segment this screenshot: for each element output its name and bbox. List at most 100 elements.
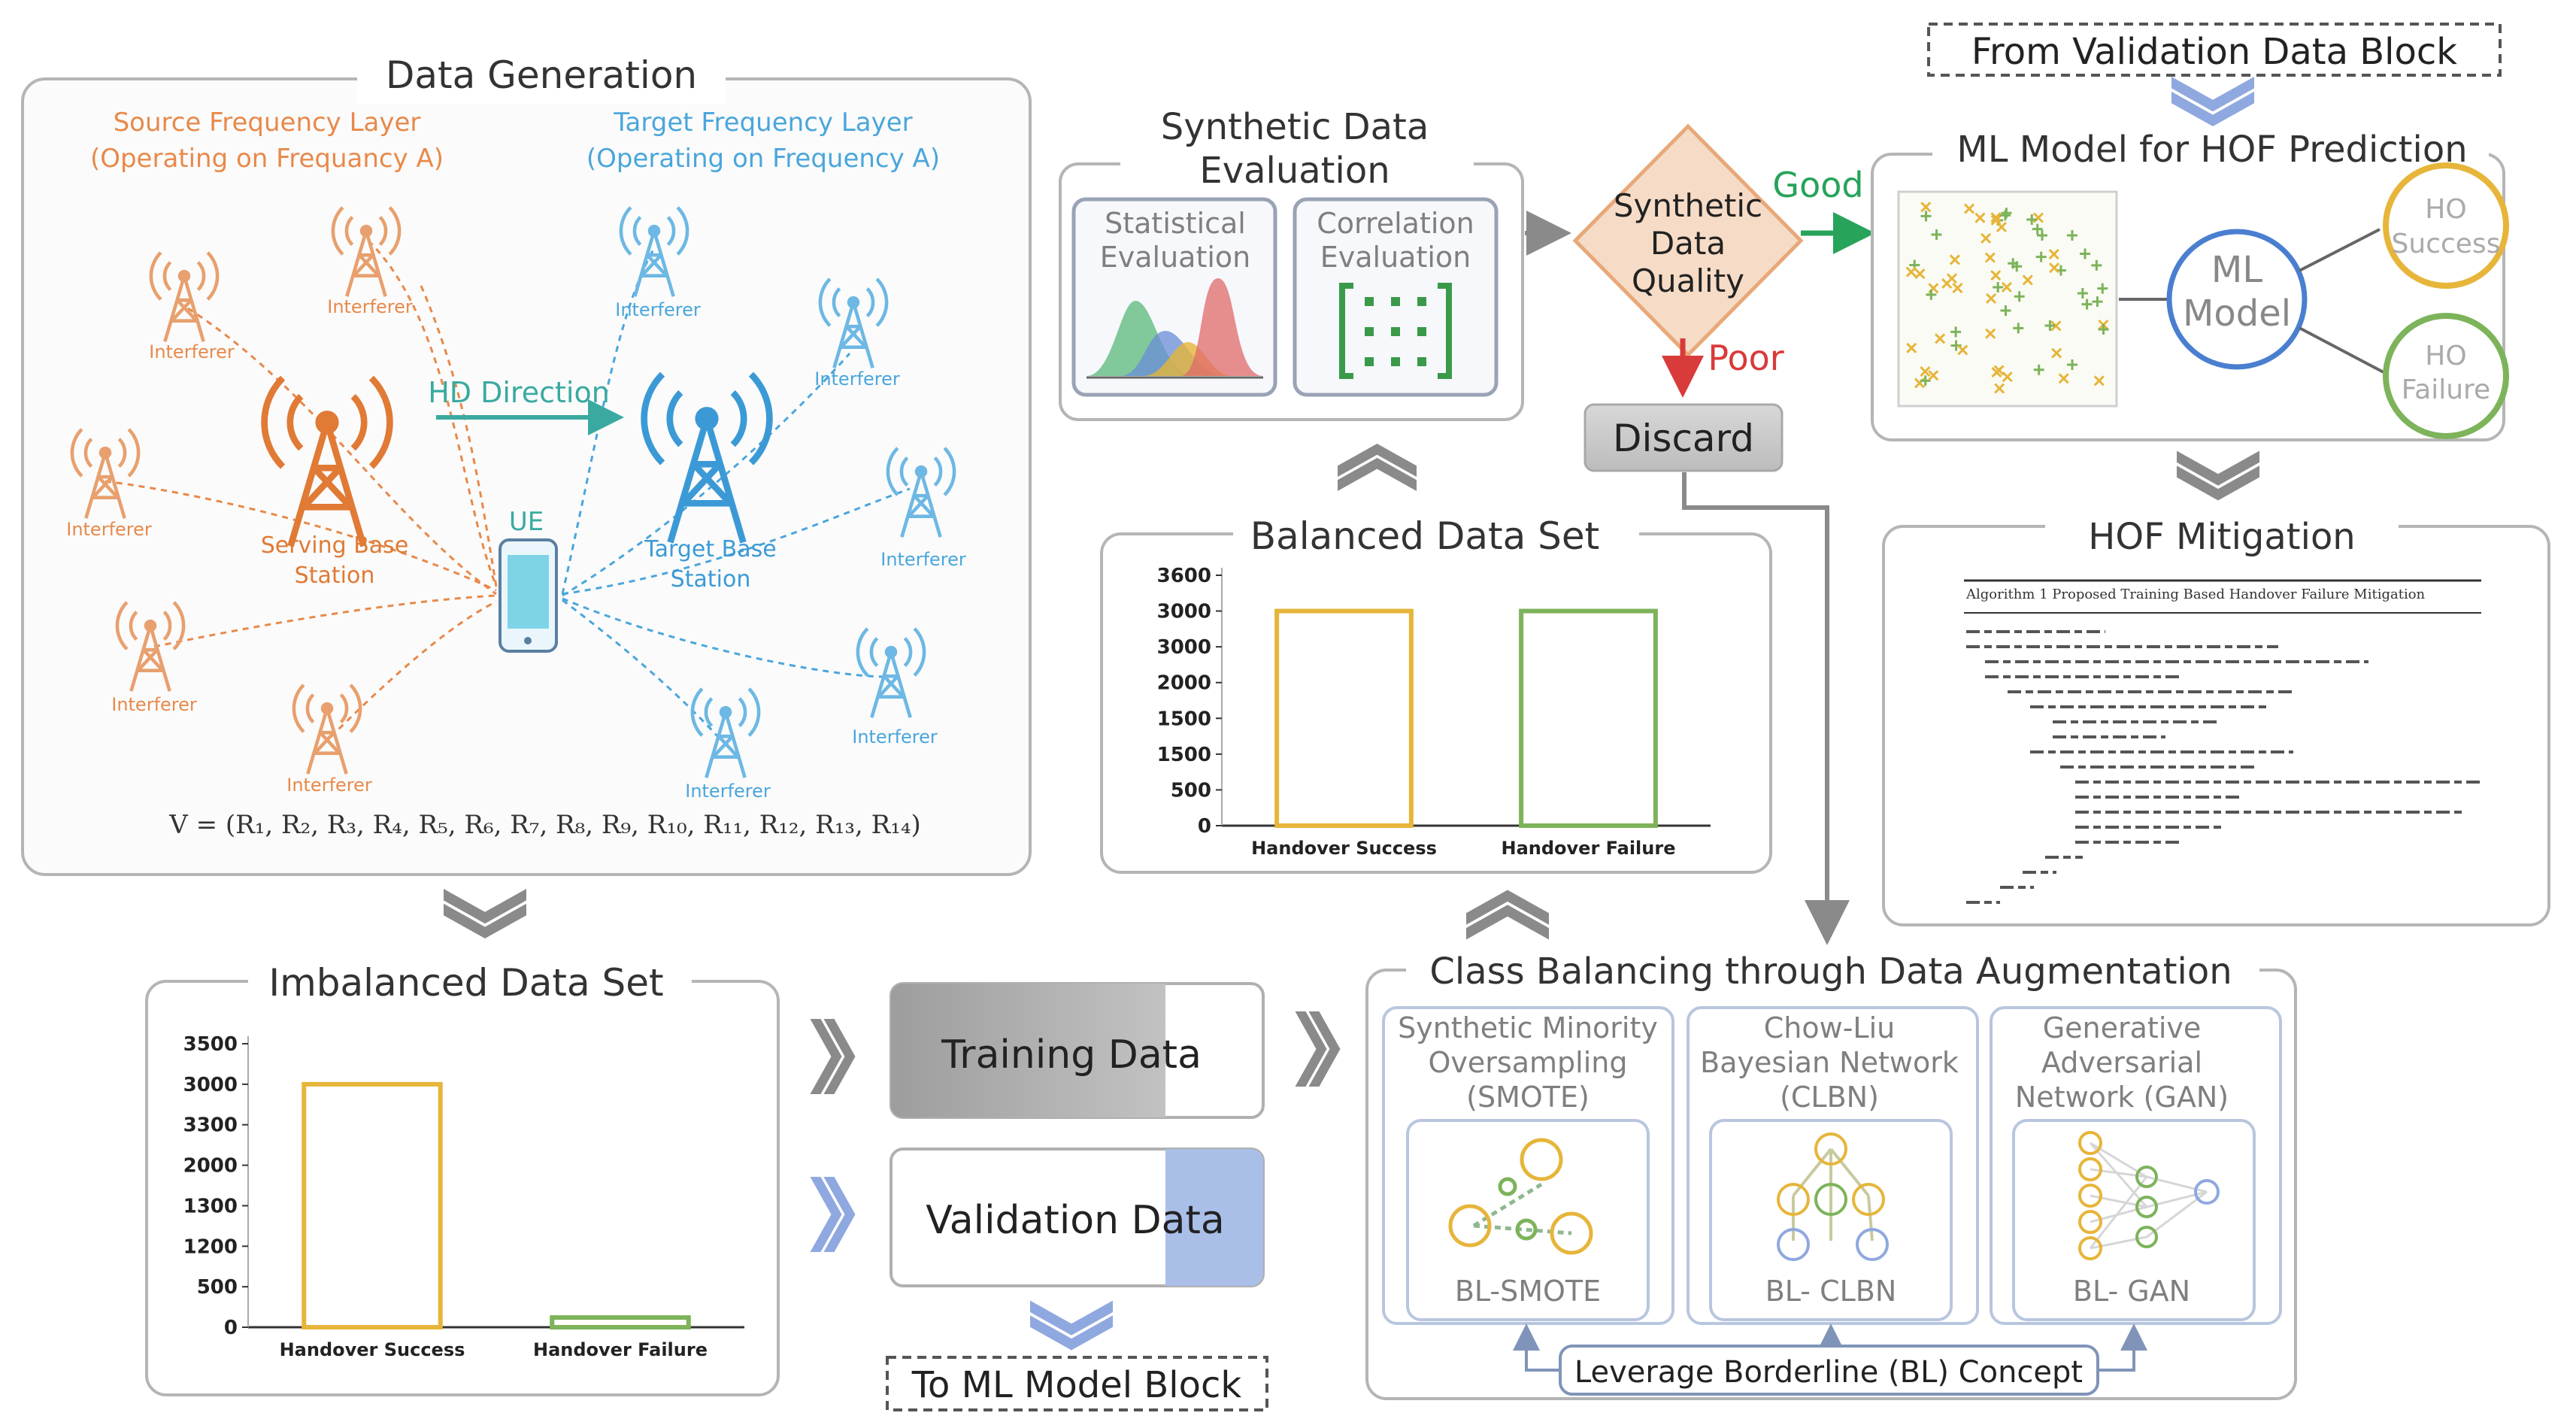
ho-success-node: HO Success [2383, 162, 2509, 289]
training-data-block: Training Data [889, 982, 1265, 1119]
scatter-point [2077, 288, 2088, 299]
chevron-up-icon [1338, 444, 1417, 491]
clbn-name: Chow-Liu [1764, 1011, 1895, 1044]
leverage-borderline-box: Leverage Borderline (BL) Concept [1559, 1345, 2099, 1396]
scatter-point [1946, 273, 1958, 284]
y-tick-label: 3300 [183, 1114, 238, 1137]
scatter-point [1920, 202, 1932, 213]
clbn-method-card: Chow-Liu Bayesian Network (CLBN) BL- CLB… [1687, 1006, 1979, 1325]
statistical-eval-label: Evaluation [1100, 241, 1251, 274]
hof-mitigation-panel: HOF Mitigation Algorithm 1 Proposed Trai… [1882, 511, 2550, 926]
interferer-label: Interferer [327, 296, 413, 317]
synthetic-eval-title: Evaluation [1199, 150, 1390, 192]
target-layer-subtitle: (Operating on Frequency A) [586, 144, 940, 174]
ml-model-panel: ML Model for HOF Prediction ML Model HO … [1871, 126, 2509, 441]
interferer-tower-icon: Interferer [685, 689, 771, 802]
scatter-point [2026, 214, 2038, 226]
scatter-point [1926, 289, 1937, 300]
bl-gan-label: BL- GAN [2073, 1275, 2190, 1308]
scatter-point [1999, 210, 2011, 221]
y-tick-label: 500 [197, 1276, 238, 1299]
scatter-point [2081, 299, 2093, 310]
interferer-tower-icon: Interferer [615, 208, 701, 320]
y-tick-label: 1500 [1157, 744, 1211, 766]
scatter-point [1931, 229, 1942, 240]
interferer-label: Interferer [615, 299, 701, 320]
balanced-data-set-panel: Balanced Data Set 0500150015002000300030… [1100, 511, 1772, 874]
smote-network-icon [1448, 1138, 1593, 1255]
bar-2 [550, 1315, 691, 1330]
target-station-label: Target Base [644, 536, 776, 562]
scatter-point [2097, 283, 2108, 294]
scatter-point [1974, 212, 1986, 223]
scatter-point [1950, 326, 1962, 338]
synthetic-eval-title: Synthetic Data [1161, 106, 1429, 148]
imbalanced-title: Imbalanced Data Set [268, 961, 663, 1005]
scatter-point [2092, 296, 2103, 308]
scatter-point [2035, 251, 2047, 262]
class-balancing-title: Class Balancing through Data Augmentatio… [1429, 950, 2232, 993]
x-category-label: Handover Failure [1502, 838, 1676, 859]
scatter-point [2049, 262, 2060, 274]
validation-data-block: Validation Data [889, 1148, 1265, 1287]
interferer-label: Interferer [814, 368, 900, 390]
interferer-tower-icon: Interferer [814, 279, 900, 390]
scatter-point [1906, 342, 1917, 353]
chevron-up-icon [1466, 890, 1549, 940]
interferer-label: Interferer [66, 519, 152, 540]
quality-label: Quality [1632, 262, 1744, 299]
scatter-point [1914, 268, 1926, 280]
from-validation-label: From Validation Data Block [1971, 31, 2457, 73]
bar-2 [1519, 608, 1658, 828]
y-tick-label: 500 [1171, 779, 1211, 802]
scatter-point [2032, 212, 2044, 223]
correlation-eval-label: Evaluation [1320, 241, 1471, 274]
scatter-point [2051, 347, 2062, 359]
scatter-point [2066, 359, 2077, 371]
hof-mitigation-title: HOF Mitigation [2088, 516, 2355, 558]
y-tick-label: 0 [224, 1317, 238, 1339]
balanced-title: Balanced Data Set [1250, 514, 1599, 558]
validation-data-label: Validation Data [926, 1198, 1224, 1243]
scatter-point [1996, 221, 2008, 232]
interferer-tower-icon: Interferer [286, 685, 372, 796]
scatter-point [2001, 281, 2012, 293]
scatter-point [2066, 230, 2077, 241]
distribution-curves-icon [1086, 278, 1263, 379]
scatter-point [1984, 252, 1996, 263]
chevron-down-icon [444, 889, 526, 938]
quality-label: Synthetic [1614, 187, 1762, 224]
scatter-point [2058, 373, 2069, 384]
hd-direction-label: HD Direction [428, 376, 610, 409]
scatter-point [2032, 223, 2043, 235]
ho-success-label: Success [2392, 229, 2501, 259]
scatter-point [1994, 383, 2005, 394]
target-base-station-icon: Target Base Station [644, 374, 777, 593]
leverage-borderline-label: Leverage Borderline (BL) Concept [1574, 1355, 2083, 1390]
to-ml-model-label: To ML Model Block [911, 1364, 1242, 1406]
interferer-label: Interferer [286, 775, 372, 796]
class-balancing-panel: Class Balancing through Data Augmentatio… [1365, 949, 2297, 1400]
target-layer-title: Target Frequency Layer [613, 108, 912, 138]
chevron-down-icon [2177, 450, 2259, 501]
scatter-point [1990, 270, 2002, 281]
gan-name: Network (GAN) [2015, 1081, 2229, 1114]
ml-model-node-label: ML [2211, 249, 2262, 291]
source-layer-subtitle: (Operating on Frequancy A) [90, 144, 444, 174]
scatter-point [1920, 211, 1932, 222]
scatter-point [2048, 248, 2059, 260]
scatter-point [1986, 293, 1997, 304]
interferer-tower-icon: Interferer [852, 629, 938, 747]
ue-label: UE [509, 507, 544, 537]
chevron-right-icon [1295, 1011, 1341, 1087]
training-data-label: Training Data [941, 1032, 1202, 1078]
y-tick-label: 3600 [1157, 565, 1211, 587]
clbn-name: (CLBN) [1780, 1081, 1879, 1114]
interferer-label: Interferer [111, 694, 197, 715]
bar-1 [302, 1081, 443, 1330]
good-label: Good [1772, 165, 1863, 205]
discard-label: Discard [1613, 417, 1754, 460]
y-tick-label: 2000 [183, 1155, 238, 1178]
